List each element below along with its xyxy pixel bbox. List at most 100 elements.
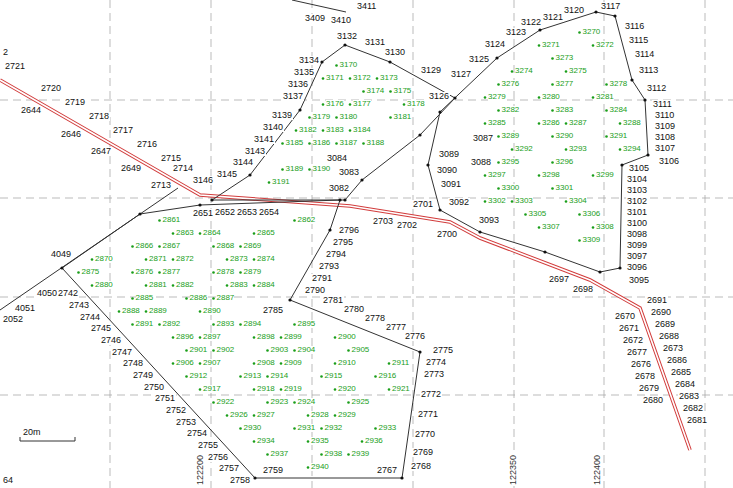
survey-point bbox=[293, 349, 296, 352]
point-number: 3171 bbox=[326, 74, 344, 82]
point-number: 2744 bbox=[79, 313, 101, 322]
point-number: 3107 bbox=[654, 144, 676, 153]
point-number: 2644 bbox=[20, 106, 42, 115]
survey-point bbox=[212, 271, 215, 274]
point-number: 2902 bbox=[217, 346, 235, 354]
survey-point bbox=[620, 163, 623, 166]
survey-point bbox=[253, 476, 256, 479]
survey-point bbox=[578, 239, 581, 242]
survey-point bbox=[497, 135, 500, 138]
point-number: 3293 bbox=[569, 145, 587, 153]
point-number: 2894 bbox=[244, 320, 262, 328]
point-number: 2932 bbox=[325, 424, 343, 432]
point-number: 2928 bbox=[311, 411, 329, 419]
point-number: 3175 bbox=[394, 87, 412, 95]
point-number: 3189 bbox=[286, 165, 304, 173]
point-number: 3087 bbox=[472, 134, 494, 143]
point-number: 2745 bbox=[90, 324, 112, 333]
point-number: 2933 bbox=[379, 424, 397, 432]
survey-point bbox=[266, 349, 269, 352]
survey-point bbox=[131, 297, 134, 300]
survey-point bbox=[551, 135, 554, 138]
point-number: 2934 bbox=[257, 437, 275, 445]
survey-point bbox=[495, 56, 498, 59]
point-number: 2747 bbox=[111, 348, 133, 357]
point-number: 2936 bbox=[365, 437, 383, 445]
survey-point bbox=[281, 142, 284, 145]
survey-point bbox=[619, 122, 622, 125]
survey-point bbox=[172, 232, 175, 235]
point-number: 2749 bbox=[132, 371, 154, 380]
survey-point bbox=[497, 187, 500, 190]
point-number: 2683 bbox=[678, 392, 700, 401]
point-number: 3101 bbox=[626, 208, 648, 217]
point-number: 2772 bbox=[420, 390, 442, 399]
point-number: 3102 bbox=[626, 197, 648, 206]
point-number: 2795 bbox=[332, 238, 354, 247]
survey-point bbox=[199, 388, 202, 391]
grid-line bbox=[413, 0, 414, 488]
survey-point bbox=[592, 44, 595, 47]
survey-point bbox=[158, 323, 161, 326]
survey-point bbox=[426, 163, 429, 166]
grid-coordinate: 2 bbox=[2, 48, 9, 57]
point-number: 3084 bbox=[326, 154, 348, 163]
point-number: 2771 bbox=[417, 410, 439, 419]
survey-point bbox=[605, 83, 608, 86]
point-number: 2793 bbox=[318, 262, 340, 271]
survey-point bbox=[538, 96, 541, 99]
point-number: 3280 bbox=[542, 93, 560, 101]
survey-point bbox=[295, 129, 298, 132]
point-number: 2690 bbox=[650, 308, 672, 317]
survey-point bbox=[212, 401, 215, 404]
survey-point bbox=[268, 181, 271, 184]
point-number: 3177 bbox=[353, 100, 371, 108]
point-number: 3307 bbox=[542, 223, 560, 231]
survey-point bbox=[199, 232, 202, 235]
survey-point bbox=[212, 349, 215, 352]
survey-point bbox=[400, 476, 403, 479]
survey-point bbox=[320, 453, 323, 456]
point-number: 2868 bbox=[217, 242, 235, 250]
point-number: 2874 bbox=[257, 255, 275, 263]
grid-coordinate: 64 bbox=[2, 476, 14, 485]
survey-point bbox=[248, 173, 251, 176]
point-number: 2794 bbox=[325, 250, 347, 259]
point-number: 3112 bbox=[646, 84, 667, 93]
point-number: 3295 bbox=[502, 158, 520, 166]
point-number: 2893 bbox=[217, 320, 235, 328]
point-number: 2911 bbox=[392, 359, 409, 367]
point-number: 3183 bbox=[326, 126, 344, 134]
point-number: 3297 bbox=[488, 171, 506, 179]
point-number: 2778 bbox=[364, 314, 386, 323]
survey-point bbox=[605, 135, 608, 138]
survey-point bbox=[212, 323, 215, 326]
point-number: 2899 bbox=[284, 333, 302, 341]
survey-point bbox=[307, 466, 310, 469]
survey-point bbox=[335, 142, 338, 145]
survey-point bbox=[172, 284, 175, 287]
grid-coordinate: 122200 bbox=[196, 454, 205, 486]
survey-point bbox=[239, 375, 242, 378]
point-number: 3296 bbox=[556, 158, 574, 166]
point-number: 3304 bbox=[569, 197, 587, 205]
scale-bar bbox=[20, 437, 75, 441]
survey-point bbox=[288, 298, 291, 301]
point-number: 2937 bbox=[271, 450, 289, 458]
survey-point bbox=[185, 349, 188, 352]
survey-point bbox=[543, 250, 546, 253]
survey-point bbox=[253, 232, 256, 235]
point-number: 2671 bbox=[618, 324, 640, 333]
survey-point bbox=[497, 109, 500, 112]
point-number: 2785 bbox=[262, 306, 284, 315]
point-number: 2871 bbox=[149, 255, 167, 263]
survey-point bbox=[418, 133, 421, 136]
point-number: 3144 bbox=[232, 158, 254, 167]
point-number: 2646 bbox=[60, 130, 82, 139]
point-number: 3099 bbox=[626, 241, 648, 250]
point-number: 2686 bbox=[666, 356, 688, 365]
point-number: 2721 bbox=[4, 62, 26, 71]
point-number: 3141 bbox=[253, 135, 275, 144]
point-number: 3284 bbox=[610, 106, 628, 114]
point-number: 3170 bbox=[340, 61, 358, 69]
